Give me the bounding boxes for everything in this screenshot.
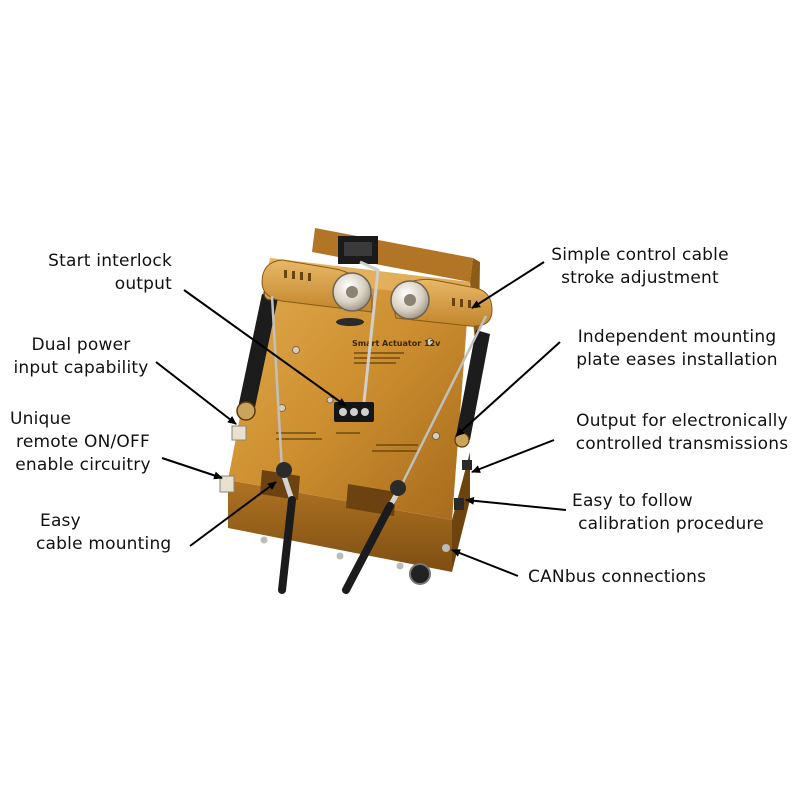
callout-line: calibration procedure [578,514,764,534]
callout-line: Dual power [31,335,131,355]
callout-start-interlock: Start interlock output [10,250,172,296]
housing-screws [278,338,440,440]
callout-line: Simple control cable [551,245,729,265]
callout-line: stroke adjustment [561,268,719,288]
right-control-cable [342,315,488,594]
callout-line: remote ON/OFF [16,432,150,452]
arrow-canbus [451,549,519,577]
callout-line: input capability [13,358,149,378]
device-model-label: Smart Actuator 12v [352,339,441,348]
left-pulley [332,272,372,312]
callout-line: Easy [40,511,81,531]
arrow-mounting-plate [455,341,561,437]
callout-calibration: Easy to follow calibration procedure [566,490,776,536]
left-control-cable [270,295,296,594]
callout-line: cable mounting [36,534,172,554]
callout-line: Easy to follow [572,491,693,511]
arrow-stroke-adjust [471,261,545,309]
callout-dual-power: Dual power input capability [0,334,162,380]
callout-easy-cable: Easy cable mounting [36,510,196,556]
callout-line: Output for electronically [576,411,788,431]
arrow-output-trans [471,439,555,473]
callout-line: CANbus connections [528,567,707,587]
side-connectors [219,425,472,585]
top-bracket [338,236,378,264]
callout-arrows [155,261,567,577]
callout-line: output [114,274,172,294]
callout-stroke-adjust: Simple control cable stroke adjustment [540,244,740,290]
arrow-easy-cable [189,481,277,547]
callout-line: Unique [10,409,72,429]
right-pulley [390,280,430,320]
arrow-remote-on-off [161,457,223,480]
callout-line: Independent mounting [577,327,777,347]
arrow-calibration [465,496,567,511]
callout-mounting-plate: Independent mounting plate eases install… [562,326,792,372]
center-wire [359,260,380,403]
interlock-terminal-block [334,402,374,422]
callout-line: Start interlock [48,251,172,271]
callout-line: plate eases installation [576,350,778,370]
callout-output-trans: Output for electronically controlled tra… [562,410,802,456]
callout-line: controlled transmissions [575,434,789,454]
housing-side [228,452,470,572]
arrow-start-interlock [183,289,347,407]
callout-line: enable circuitry [15,455,151,475]
plate-markings: Smart Actuator 12v [276,318,441,452]
arrow-dual-power [155,361,237,425]
callout-remote-on-off: Unique remote ON/OFF enable circuitry [8,408,158,477]
callout-canbus: CANbus connections [528,566,748,589]
